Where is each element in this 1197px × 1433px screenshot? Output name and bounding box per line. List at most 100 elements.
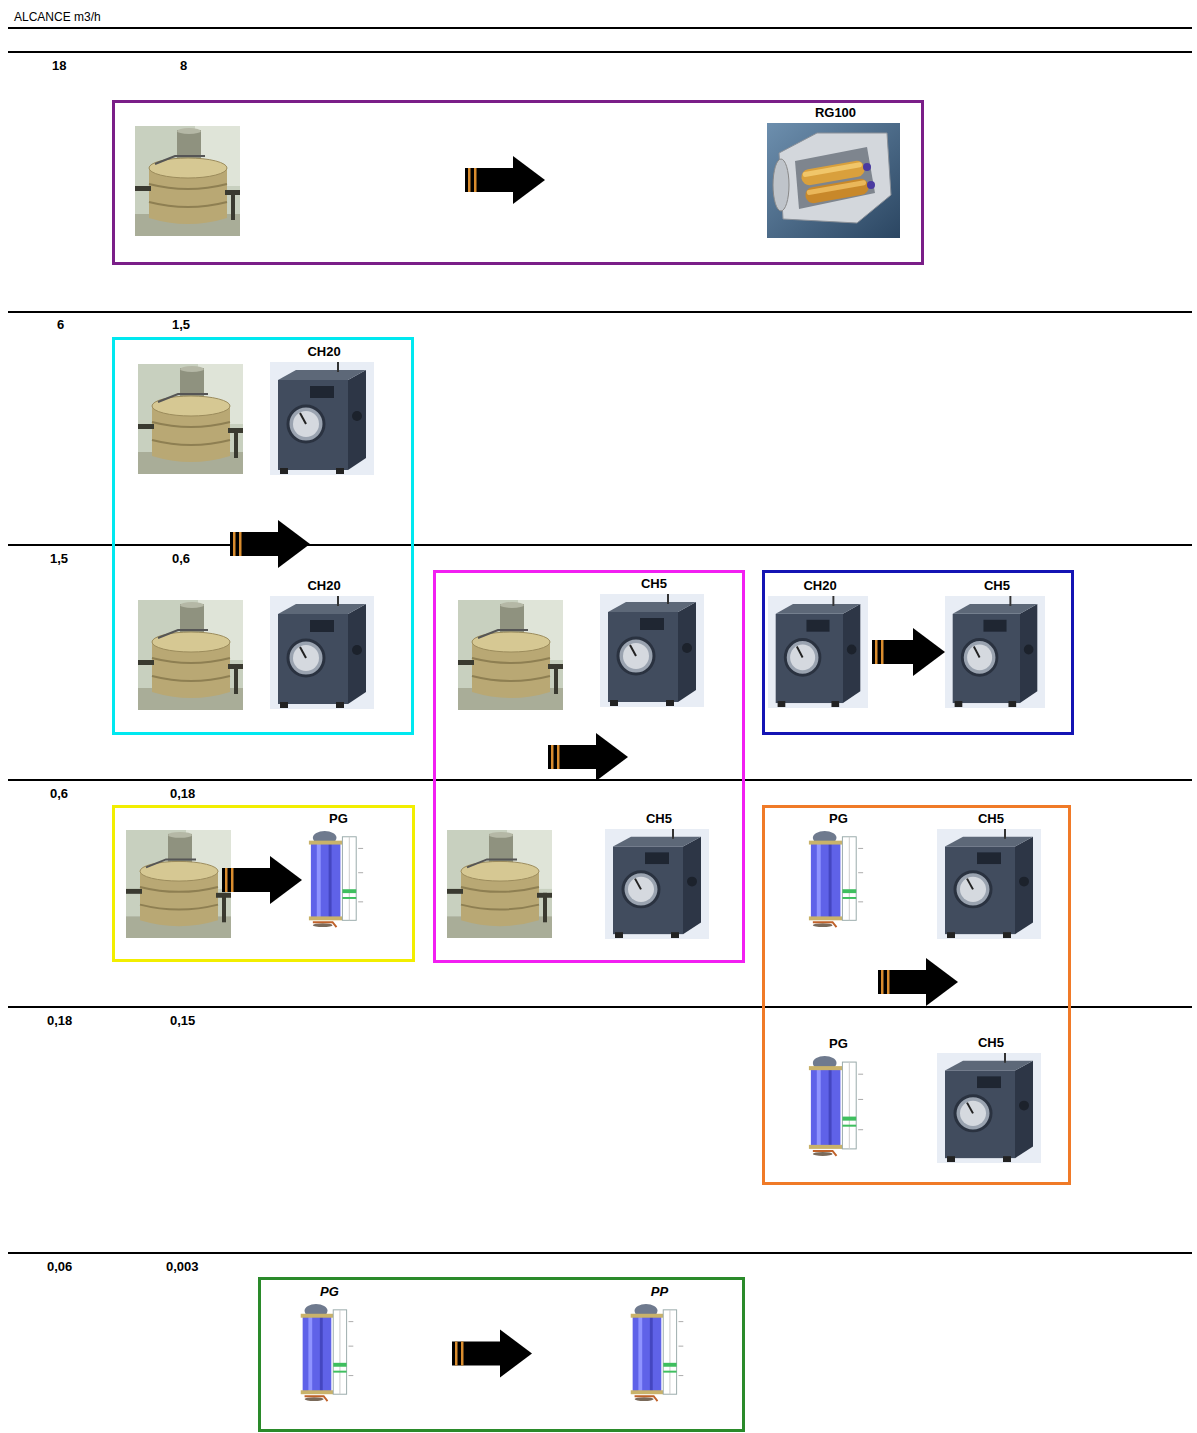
reference-meters (126, 126, 563, 938)
device-picture (768, 596, 868, 708)
device-label: CH5 (600, 576, 708, 594)
device-frame: RG100 (767, 105, 904, 238)
device-picture (605, 829, 709, 939)
device-label: CH20 (270, 344, 378, 362)
device-frame: CH5 (605, 811, 713, 939)
gas-meter-picture (126, 830, 231, 938)
range-value: 1,5 (50, 551, 68, 567)
group-box: CH20 CH5 (762, 570, 1074, 735)
range-value: 8 (180, 58, 187, 74)
device-picture (295, 1302, 360, 1405)
device-label: CH20 (270, 578, 378, 596)
device-node: RG100 (767, 105, 904, 238)
rule-line (8, 51, 1192, 53)
device-picture (270, 362, 374, 475)
device-picture (625, 1302, 690, 1405)
device-picture (803, 829, 870, 931)
device-label: RG100 (767, 105, 904, 123)
gas-meter-picture (138, 600, 243, 710)
device-picture (625, 1302, 690, 1405)
arrow-tail-stripe (881, 640, 884, 664)
device-frame: CH5 (937, 1035, 1045, 1163)
range-value: 0,6 (50, 786, 68, 802)
device-node: CH5 (945, 578, 1049, 708)
device-picture (600, 594, 704, 707)
device-picture (937, 829, 1041, 939)
gas-meter-picture (135, 126, 240, 236)
device-node: CH5 (605, 811, 713, 939)
flow-arrow (222, 856, 302, 904)
device-label: PP (625, 1284, 694, 1302)
device-picture (303, 829, 370, 931)
device-picture (768, 596, 868, 708)
arrow-head (913, 628, 945, 676)
device-node: CH5 (600, 576, 708, 707)
device-frame: PP (625, 1284, 694, 1405)
group-box: RG100 (112, 100, 924, 265)
device-node: PG (303, 811, 374, 931)
device-node: CH20 (270, 344, 378, 475)
range-rule-lines (8, 28, 1192, 1253)
device-picture (767, 123, 900, 238)
device-picture (600, 594, 704, 707)
device-picture (803, 829, 870, 931)
arrow-shaft (872, 640, 915, 664)
device-picture (270, 362, 374, 475)
device-frame: CH5 (945, 578, 1049, 708)
device-node: PP (532, 1284, 690, 1405)
rule-line (8, 779, 1192, 781)
group-box: PGCH5PGCH5 (762, 805, 1071, 1185)
device-frame: CH20 (270, 344, 378, 475)
device-node: CH20 (270, 578, 378, 709)
flow-arrow (230, 520, 310, 568)
column-header: ALCANCE m3/h (14, 10, 101, 25)
device-label: CH5 (937, 811, 1045, 829)
flow-arrow (872, 628, 945, 676)
gas-meter-picture (458, 600, 563, 710)
device-label: PG (803, 1036, 874, 1054)
range-value: 0,15 (170, 1013, 195, 1029)
device-picture (937, 829, 1041, 939)
range-value: 18 (52, 58, 66, 74)
range-value: 0,18 (170, 786, 195, 802)
device-label: PG (803, 811, 874, 829)
device-frame: CH5 (937, 811, 1045, 939)
flow-arrow (548, 733, 628, 781)
layout-arrows (222, 156, 958, 1006)
rule-line (8, 544, 1192, 546)
device-label: CH5 (945, 578, 1049, 596)
device-picture (945, 596, 1045, 708)
range-value: 6 (57, 317, 64, 333)
device-picture (937, 1053, 1041, 1163)
device-node: PG (803, 1036, 874, 1160)
rule-line (8, 27, 1192, 29)
device-picture (303, 829, 370, 931)
device-picture (767, 123, 900, 238)
device-frame: PG (303, 811, 374, 931)
device-picture (270, 596, 374, 709)
device-label: CH20 (768, 578, 872, 596)
arrow-head (500, 1330, 532, 1378)
device-picture (803, 1054, 870, 1160)
device-frame: PG (803, 1036, 874, 1160)
range-value: 0,06 (47, 1259, 72, 1275)
device-frame: CH20 (270, 578, 378, 709)
device-picture (295, 1302, 360, 1405)
range-value: 0,18 (47, 1013, 72, 1029)
range-value: 1,5 (172, 317, 190, 333)
device-picture (945, 596, 1045, 708)
device-frame: PG (803, 811, 874, 931)
device-frame: CH5 (600, 576, 708, 707)
device-label: CH5 (937, 1035, 1045, 1053)
device-frame: CH20 (768, 578, 872, 708)
device-picture (270, 596, 374, 709)
device-picture (803, 1054, 870, 1160)
device-frame: PG (295, 1284, 364, 1405)
gas-meter-picture (138, 364, 243, 474)
device-picture (605, 829, 709, 939)
device-label: PG (295, 1284, 364, 1302)
gas-meter-picture (447, 830, 552, 938)
